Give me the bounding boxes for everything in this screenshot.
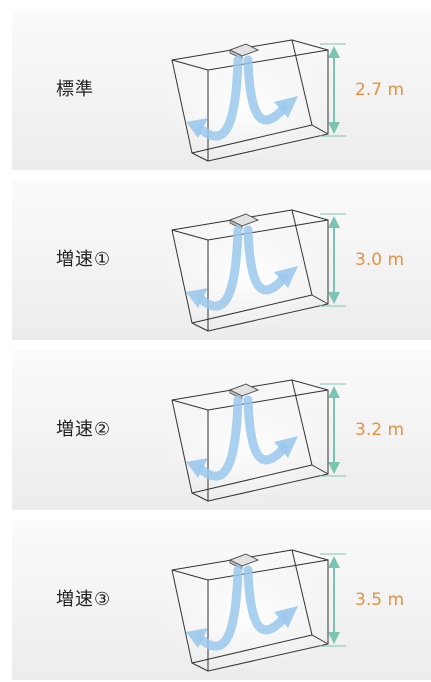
airflow-right-arrowhead	[274, 606, 298, 628]
ceiling-height-value: 2.7 m	[355, 80, 405, 100]
room-edge	[311, 294, 329, 305]
airflow-left-arrowhead	[186, 288, 208, 308]
height-marker-arrow-up	[328, 46, 340, 58]
height-marker-arrow-down	[328, 122, 340, 134]
room-edge	[291, 379, 329, 391]
airflow-left-arrow	[197, 565, 243, 651]
airflow-left-arrow	[197, 55, 243, 141]
panel-label: 標準	[56, 79, 94, 100]
room-edge	[291, 549, 329, 561]
airflow-right-arrow	[243, 55, 289, 125]
panel-label: 増速②	[56, 419, 112, 440]
airflow-right-arrow	[243, 395, 289, 465]
airflow-right-arrowhead	[274, 436, 298, 458]
room-edge	[191, 662, 209, 672]
panel-speed-up-1: 増速① 3.0 m	[12, 180, 431, 340]
room-illustration	[162, 209, 346, 332]
room-edge	[311, 464, 329, 475]
room-illustration	[162, 39, 346, 162]
airflow-left-arrowhead	[186, 118, 208, 138]
panel-speed-up-3: 増速③ 3.5 m	[12, 520, 431, 680]
ceiling-height-value: 3.5 m	[355, 590, 405, 610]
room-edge	[291, 39, 329, 51]
room-edge	[311, 124, 329, 135]
room-edge	[171, 399, 209, 411]
room-edge	[311, 634, 329, 645]
airflow-left-arrowhead	[186, 628, 208, 648]
airflow-right-arrowhead	[274, 96, 298, 118]
ceiling-height-value: 3.0 m	[355, 250, 405, 270]
panel-label: 増速①	[56, 249, 112, 270]
room-edge	[171, 569, 209, 581]
airflow-right-arrowhead	[274, 266, 298, 288]
height-marker-arrow-up	[328, 216, 340, 228]
room-edge	[291, 209, 329, 221]
airflow-right-arrow	[243, 225, 289, 295]
height-marker-arrow-down	[328, 292, 340, 304]
room-edge	[171, 59, 209, 71]
airflow-left-arrow	[197, 395, 243, 481]
room-edge	[191, 492, 209, 502]
airflow-left-arrowhead	[186, 458, 208, 478]
panel-speed-up-2: 増速② 3.2 m	[12, 350, 431, 510]
room-edge	[191, 322, 209, 332]
height-marker-arrow-up	[328, 556, 340, 568]
room-illustration	[162, 379, 346, 502]
panel-standard: 標準 2.7 m	[12, 10, 431, 170]
airflow-right-arrow	[243, 565, 289, 635]
airflow-left-arrow	[197, 225, 243, 311]
height-marker-arrow-up	[328, 386, 340, 398]
height-marker-arrow-down	[328, 632, 340, 644]
room-illustration	[162, 549, 346, 672]
panel-label: 増速③	[56, 589, 112, 610]
ceiling-height-value: 3.2 m	[355, 420, 405, 440]
room-edge	[191, 152, 209, 162]
height-marker-arrow-down	[328, 462, 340, 474]
room-edge	[171, 229, 209, 241]
